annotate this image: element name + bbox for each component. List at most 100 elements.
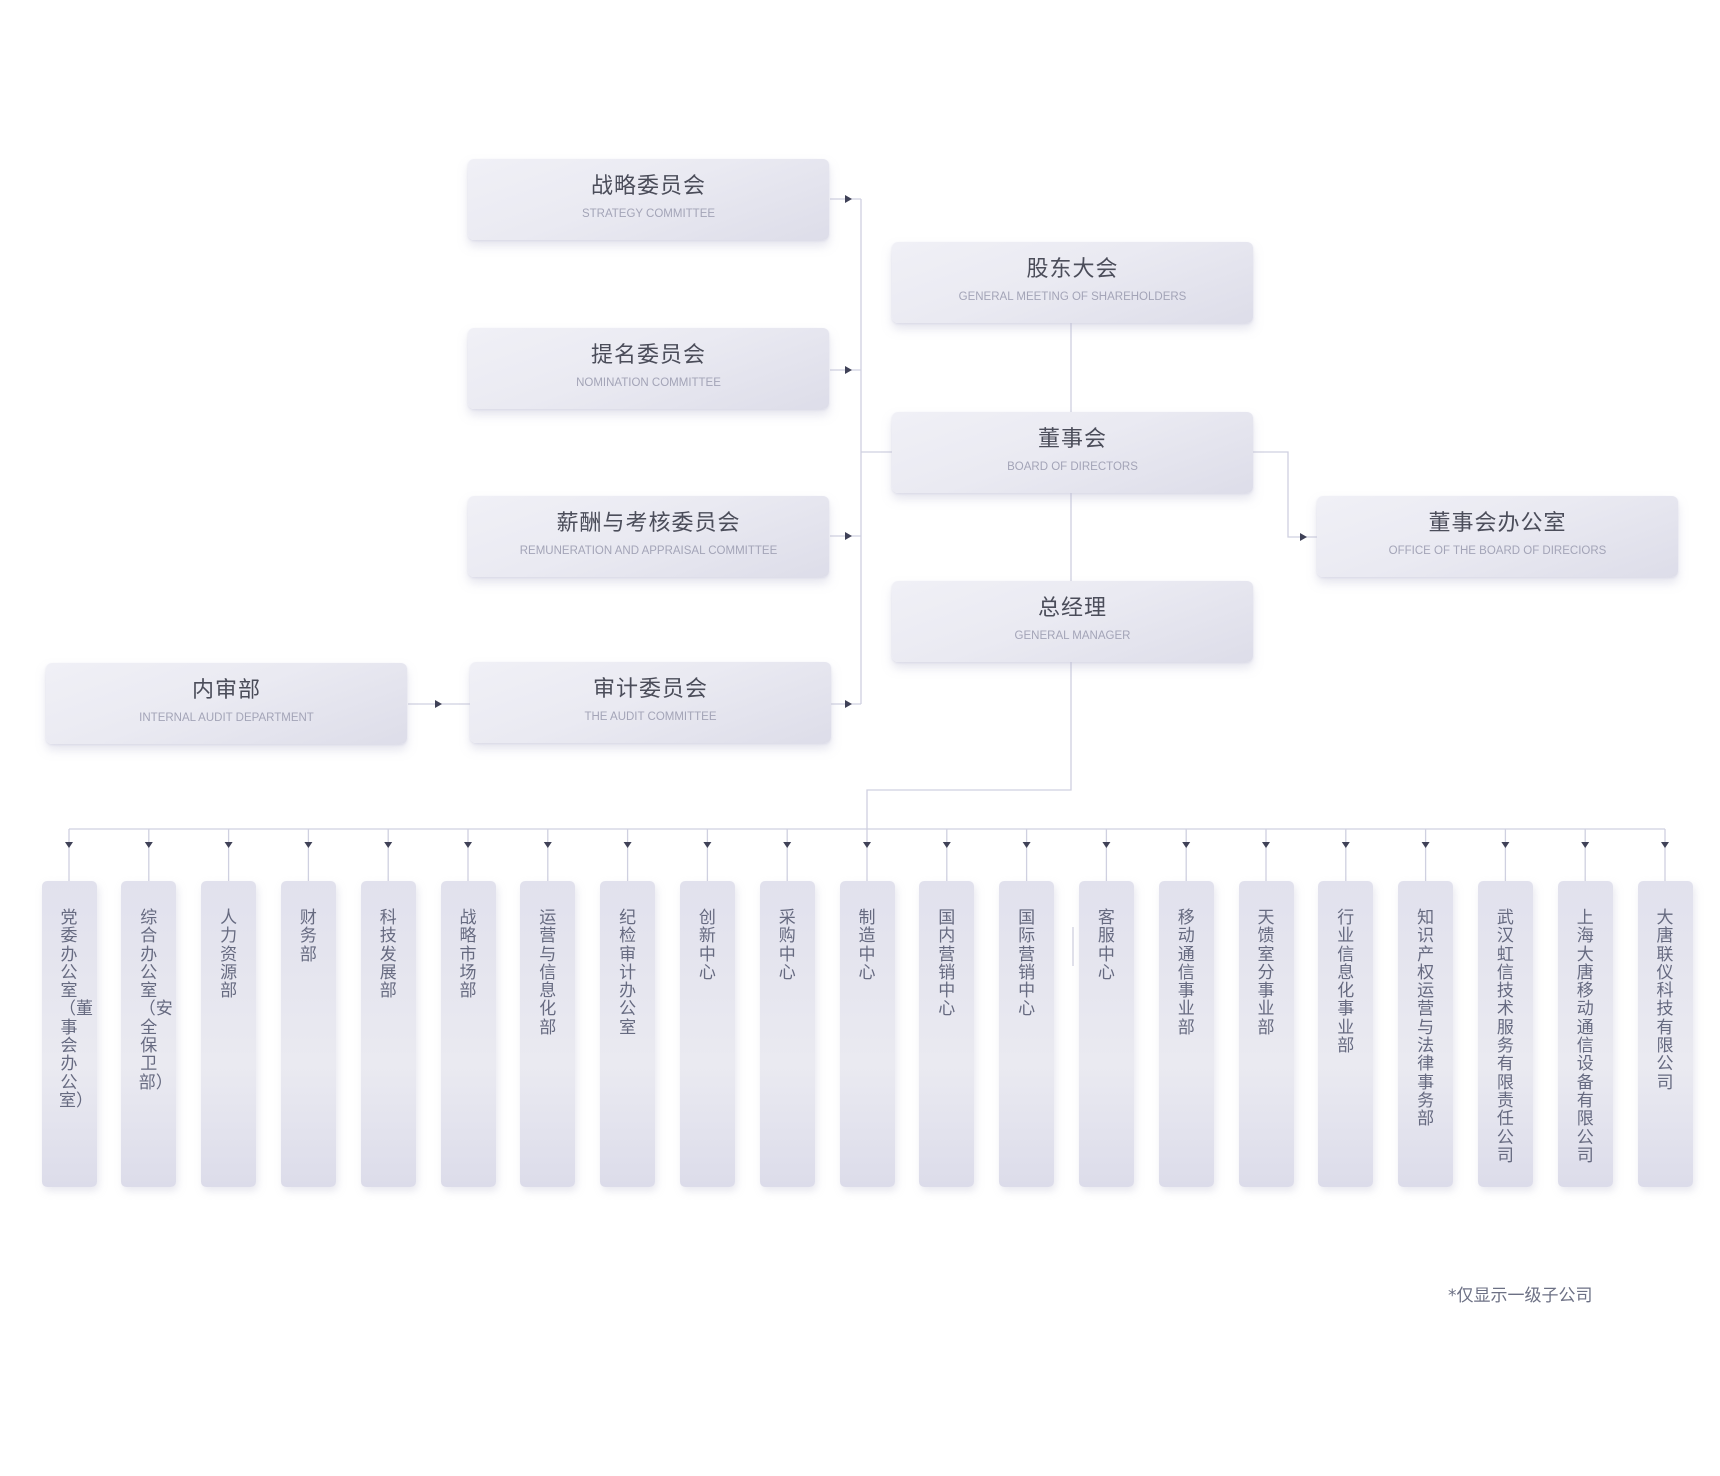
department-label: 制造中心 <box>858 908 876 983</box>
department-label: 知识产权运营与法律事务部 <box>1417 908 1435 1130</box>
node-nomination-committee[interactable]: 提名委员会 NOMINATION COMMITTEE <box>468 328 829 409</box>
arrow-down-icon <box>1581 842 1590 848</box>
department-label: 综合办公室（安全保卫部） <box>138 908 173 1093</box>
department-label: 客服中心 <box>1097 908 1115 983</box>
arrow-right-icon <box>1300 533 1307 541</box>
arrow-down-icon <box>464 842 472 848</box>
node-board-office[interactable]: 董事会办公室 OFFICE OF THE BOARD OF DIRECIORS <box>1317 496 1678 577</box>
node-audit-committee[interactable]: 审计委员会 THE AUDIT COMMITTEE <box>470 662 831 743</box>
node-subtitle: GENERAL MEETING OF SHAREHOLDERS <box>958 291 1187 303</box>
node-title: 内审部 <box>191 678 261 703</box>
department-box[interactable]: 纪检审计办公室 <box>600 881 656 1187</box>
node-title: 总经理 <box>1037 596 1107 621</box>
node-remuneration-committee[interactable]: 薪酬与考核委员会 REMUNERATION AND APPRAISAL COMM… <box>468 496 829 577</box>
department-label: 纪检审计办公室 <box>619 908 637 1038</box>
node-subtitle: INTERNAL AUDIT DEPARTMENT <box>139 712 314 724</box>
arrow-down-icon <box>1421 842 1430 848</box>
arrow-down-icon <box>703 842 712 848</box>
node-title: 董事会办公室 <box>1428 511 1567 536</box>
department-box[interactable]: 财务部 <box>280 881 336 1187</box>
department-label: 党委办公室（董事会办公室） <box>59 908 93 1111</box>
department-box[interactable]: 战略市场部 <box>440 881 496 1187</box>
arrow-down-icon <box>1501 842 1510 848</box>
department-box[interactable]: 天馈室分事业部 <box>1238 881 1294 1187</box>
node-subtitle: REMUNERATION AND APPRAISAL COMMITTEE <box>519 545 778 557</box>
department-label: 国内营销中心 <box>938 908 956 1020</box>
department-box[interactable]: 客服中心 <box>1078 881 1134 1187</box>
arrow-down-icon <box>543 842 552 848</box>
node-title: 提名委员会 <box>590 343 706 368</box>
board-office-line <box>1253 451 1317 538</box>
department-label: 上海大唐移动通信设备有限公司 <box>1576 908 1594 1166</box>
department-box[interactable]: 采购中心 <box>759 881 815 1187</box>
node-title: 战略委员会 <box>590 174 706 199</box>
node-shareholders-meeting[interactable]: 股东大会 GENERAL MEETING OF SHAREHOLDERS <box>892 242 1253 323</box>
department-box[interactable]: 党委办公室（董事会办公室） <box>41 881 97 1187</box>
department-box[interactable]: 科技发展部 <box>360 881 416 1187</box>
department-label: 运营与信息化部 <box>539 908 557 1038</box>
arrow-down-icon <box>65 842 73 848</box>
department-label: 行业信息化事业部 <box>1337 908 1355 1057</box>
node-title: 薪酬与考核委员会 <box>556 511 741 536</box>
department-box[interactable]: 移动通信事业部 <box>1158 881 1214 1187</box>
node-title: 股东大会 <box>1026 257 1119 282</box>
node-subtitle: GENERAL MANAGER <box>1014 630 1131 642</box>
department-box[interactable]: 知识产权运营与法律事务部 <box>1398 881 1454 1187</box>
arrow-down-icon <box>1262 842 1270 848</box>
arrow-down-icon <box>1102 842 1111 848</box>
arrow-right-icon <box>845 366 852 374</box>
department-box[interactable]: 大唐联仪科技有限公司 <box>1637 881 1693 1187</box>
department-box[interactable]: 上海大唐移动通信设备有限公司 <box>1557 881 1613 1187</box>
footnote: *仅显示一级子公司 <box>1448 1286 1593 1306</box>
department-label: 武汉虹信技术服务有限责任公司 <box>1496 908 1514 1166</box>
arrow-right-icon <box>845 532 852 540</box>
node-strategy-committee[interactable]: 战略委员会 STRATEGY COMMITTEE <box>468 159 829 240</box>
department-label: 财务部 <box>299 908 317 965</box>
department-box[interactable]: 运营与信息化部 <box>520 881 576 1187</box>
node-subtitle: STRATEGY COMMITTEE <box>581 208 716 220</box>
arrow-down-icon <box>863 842 871 848</box>
arrow-down-icon <box>623 842 632 848</box>
department-box[interactable]: 人力资源部 <box>201 881 257 1187</box>
department-box[interactable]: 行业信息化事业部 <box>1318 881 1374 1187</box>
arrow-right-icon <box>845 700 852 708</box>
department-box[interactable]: 制造中心 <box>839 881 895 1187</box>
arrow-down-icon <box>942 842 951 848</box>
arrow-down-icon <box>384 842 393 848</box>
gm-departments-line <box>866 662 1072 829</box>
department-label: 国际营销中心 <box>1018 908 1036 1020</box>
node-subtitle: OFFICE OF THE BOARD OF DIRECIORS <box>1388 545 1607 557</box>
node-subtitle: THE AUDIT COMMITTEE <box>584 711 717 723</box>
department-box[interactable]: 综合办公室（安全保卫部） <box>121 881 177 1187</box>
arrow-down-icon <box>1022 842 1031 848</box>
node-title: 审计委员会 <box>592 677 708 702</box>
arrow-down-icon <box>224 842 233 848</box>
arrow-down-icon <box>144 842 153 848</box>
arrow-down-icon <box>1661 842 1669 848</box>
department-label: 科技发展部 <box>379 908 397 1002</box>
arrow-down-icon <box>1341 842 1350 848</box>
arrow-right-icon <box>435 700 442 708</box>
node-subtitle: NOMINATION COMMITTEE <box>576 377 721 389</box>
department-box[interactable]: 武汉虹信技术服务有限责任公司 <box>1477 881 1533 1187</box>
department-box[interactable]: 国内营销中心 <box>919 881 975 1187</box>
node-board-of-directors[interactable]: 董事会 BOARD OF DIRECTORS <box>892 412 1253 493</box>
department-label: 创新中心 <box>698 908 716 983</box>
department-box[interactable]: 国际营销中心 <box>999 881 1055 1187</box>
arrow-down-icon <box>304 842 313 848</box>
department-label: 战略市场部 <box>459 908 477 1002</box>
node-subtitle: BOARD OF DIRECTORS <box>1007 461 1138 473</box>
arrow-right-icon <box>845 195 852 203</box>
node-title: 董事会 <box>1037 427 1107 452</box>
department-label: 移动通信事业部 <box>1177 908 1195 1038</box>
department-label: 天馈室分事业部 <box>1257 908 1275 1038</box>
node-internal-audit[interactable]: 内审部 INTERNAL AUDIT DEPARTMENT <box>46 663 407 744</box>
department-label: 采购中心 <box>778 908 796 983</box>
arrow-down-icon <box>1182 842 1191 848</box>
department-box[interactable]: 创新中心 <box>679 881 735 1187</box>
node-general-manager[interactable]: 总经理 GENERAL MANAGER <box>892 581 1253 662</box>
department-label: 人力资源部 <box>220 908 238 1002</box>
department-label: 大唐联仪科技有限公司 <box>1656 908 1674 1093</box>
